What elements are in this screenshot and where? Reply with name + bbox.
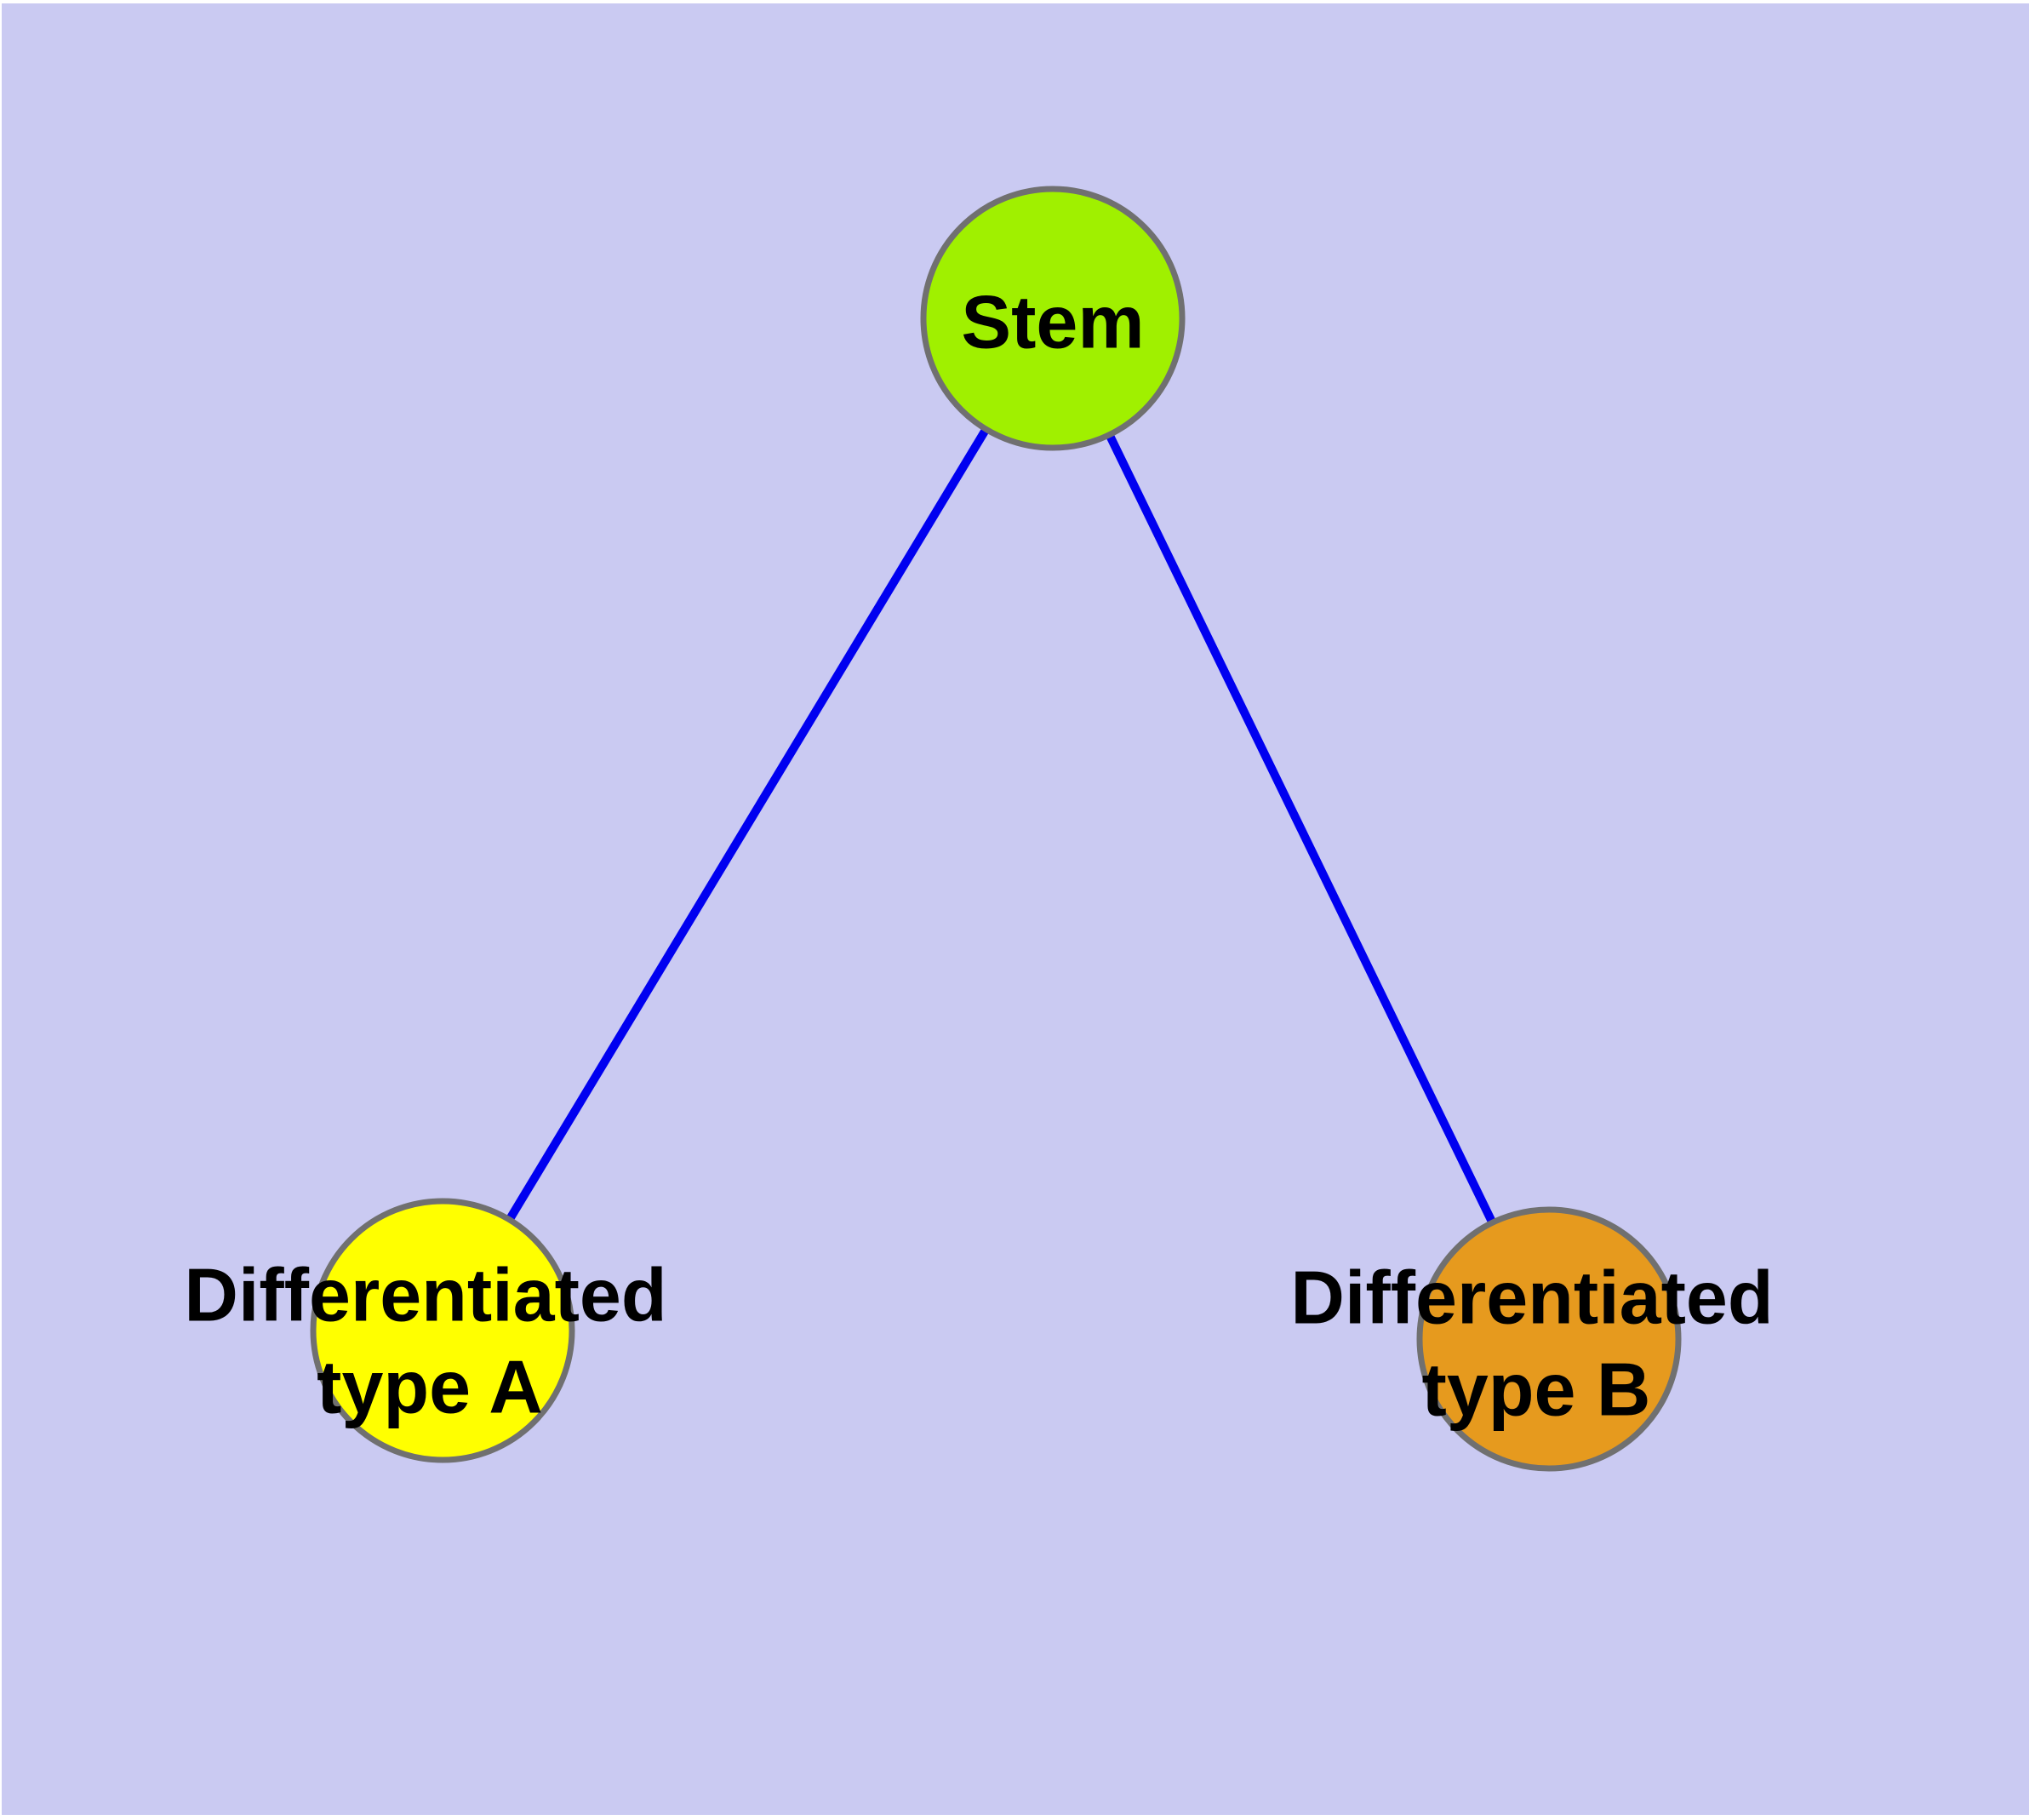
node-differentiated-type-a-label-line2: type A <box>317 1345 543 1429</box>
node-differentiated-type-b-label-line2: type B <box>1422 1348 1651 1432</box>
node-differentiated-type-a: Differentiated type A <box>184 1198 667 1463</box>
node-stem: Stem <box>920 186 1186 451</box>
node-stem-circle <box>920 186 1186 451</box>
node-differentiated-type-b: Differentiated type B <box>1290 1206 1774 1472</box>
node-stem-label: Stem <box>961 280 1144 364</box>
edge-stem-to-differentiated-type-b <box>1049 316 1553 1342</box>
node-differentiated-type-b-label-line1: Differentiated <box>1290 1256 1773 1340</box>
edge-stem-to-differentiated-type-a <box>438 316 1057 1333</box>
node-differentiated-type-b-circle <box>1416 1206 1682 1472</box>
node-differentiated-type-a-circle <box>310 1198 575 1463</box>
node-differentiated-type-a-label-line1: Differentiated <box>184 1253 666 1337</box>
